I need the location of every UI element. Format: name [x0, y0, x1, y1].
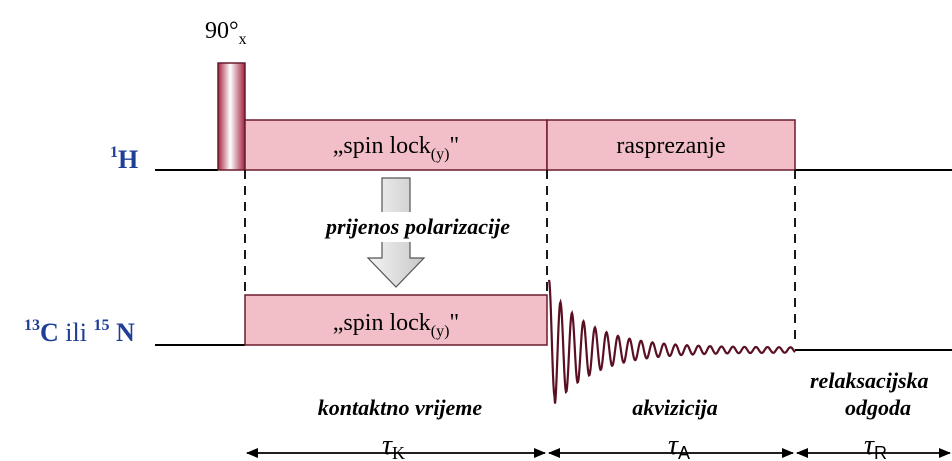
channel-label-cn: 13C ili 15 N: [24, 317, 135, 347]
x-spinlock-label: „spin lock(y)": [333, 310, 459, 340]
pulse-label-sub: x: [239, 31, 247, 48]
channel-n-sup: 15: [93, 317, 109, 334]
fid-signal: [547, 279, 796, 404]
tau-contact-symbol: τ: [382, 430, 393, 461]
tau-relaxation-sub: R: [874, 443, 887, 461]
decoupling-block: [546, 119, 796, 171]
transfer-label: prijenos polarizacije: [324, 214, 510, 239]
channel-c-name: C: [40, 318, 59, 347]
transfer-label-backdrop: [288, 212, 546, 242]
h-spinlock-block: [244, 119, 548, 171]
h-spinlock-close: ": [449, 133, 459, 159]
period-label-relaxation-line1: relaksacijska: [810, 368, 929, 393]
x-spinlock-sub: (y): [431, 323, 450, 340]
period-label-contact: kontaktno vrijeme: [318, 395, 483, 420]
tau-acquisition: τA: [668, 430, 690, 461]
channel-h-sup: 1: [110, 144, 118, 161]
pulse-label-main: 90°: [205, 18, 239, 44]
pulse-90x: [217, 62, 246, 171]
x-spinlock-close: ": [449, 310, 459, 336]
h-spinlock-label: „spin lock(y)": [333, 133, 459, 163]
channel-n-name: N: [109, 318, 135, 347]
x-spinlock-block: [244, 294, 548, 346]
pulse-label: 90°x: [205, 18, 247, 48]
channel-ili: ili: [59, 318, 94, 347]
channel-label-h: 1H: [110, 144, 138, 174]
channel-h-name: H: [118, 145, 138, 174]
h-spinlock-open: „spin lock: [333, 133, 431, 159]
channel-c-sup: 13: [24, 317, 40, 334]
tau-relaxation: τR: [864, 430, 887, 461]
period-label-acquisition: akvizicija: [632, 395, 718, 420]
tau-relaxation-symbol: τ: [864, 430, 875, 461]
h-spinlock-sub: (y): [431, 146, 450, 163]
x-spinlock-open: „spin lock: [333, 310, 431, 336]
decoupling-label: rasprezanje: [616, 133, 725, 159]
tau-contact: τK: [382, 430, 405, 461]
tau-contact-sub: K: [392, 443, 405, 461]
tau-acquisition-symbol: τ: [668, 430, 679, 461]
period-label-relaxation-line2: odgoda: [845, 395, 911, 420]
tau-acquisition-sub: A: [678, 443, 690, 461]
